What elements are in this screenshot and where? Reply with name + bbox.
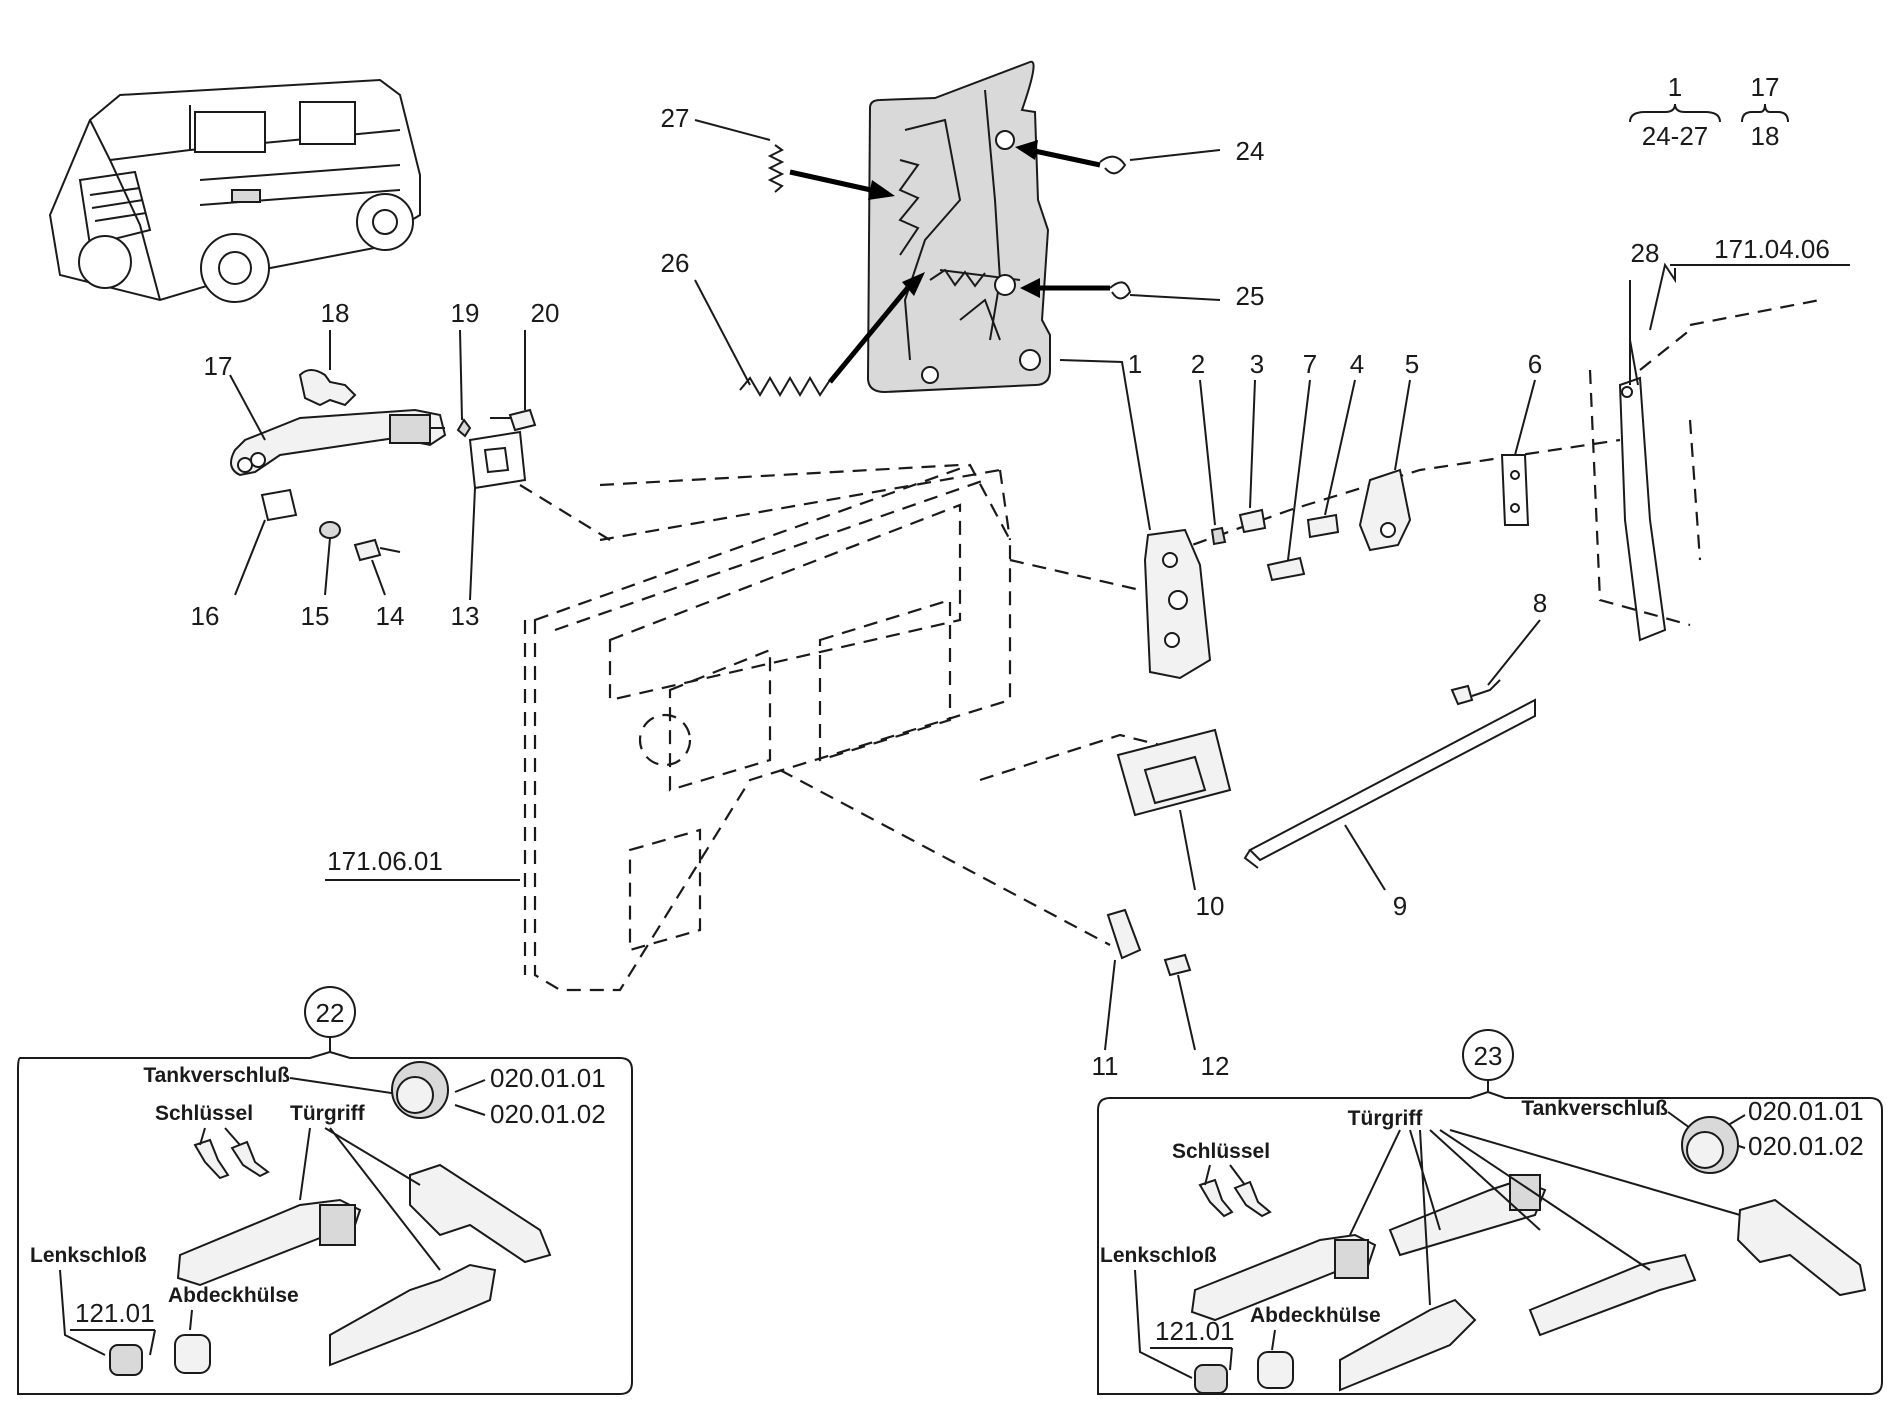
ref-171-06-01: 171.06.01	[327, 846, 443, 876]
callout-11: 11	[1092, 1051, 1119, 1081]
rod-9	[1248, 698, 1536, 862]
legend-group2-top: 17	[1751, 72, 1780, 102]
kit22-steering-lock: Lenkschloß	[30, 1244, 147, 1267]
gasket-13	[468, 430, 527, 490]
kit23-key: Schlüssel	[1172, 1140, 1270, 1163]
kit23-cover-sleeve: Abdeckhülse	[1250, 1304, 1381, 1327]
outer-handle-parts	[230, 369, 537, 562]
striker-5	[1358, 468, 1412, 552]
latch-parts	[1143, 298, 1821, 680]
screw-3	[1238, 508, 1267, 534]
washer-15	[319, 521, 341, 539]
handle-cover-11	[1106, 908, 1142, 960]
legend-group1-top: 1	[1668, 72, 1682, 102]
kit23-ref-b: 020.01.02	[1748, 1131, 1864, 1161]
callout-10: 10	[1196, 891, 1225, 921]
legend-group2-bottom: 18	[1751, 121, 1780, 151]
vehicle-illustration	[48, 78, 421, 303]
kit23-tank-cap: Tankverschluß	[1521, 1097, 1668, 1120]
kit23-steering-lock: Lenkschloß	[1100, 1244, 1217, 1267]
callout-3: 3	[1250, 349, 1264, 379]
callout-6: 6	[1528, 349, 1542, 379]
leader-lines	[229, 119, 1850, 1051]
bezel-16	[260, 488, 298, 522]
washer-2	[1210, 526, 1227, 546]
rod-parts	[1106, 679, 1536, 977]
callout-5: 5	[1405, 349, 1419, 379]
callout-2: 2	[1191, 349, 1205, 379]
callout-19: 19	[451, 298, 480, 328]
group-legend: 1 24-27 17 18	[1629, 72, 1789, 151]
kit22-cover-sleeve: Abdeckhülse	[168, 1284, 299, 1307]
callout-26: 26	[661, 248, 690, 278]
kit-23: 23 Tankverschluß 020.01.01 020.01.02 Tür…	[1097, 1029, 1883, 1395]
spring-26	[739, 376, 831, 397]
shim-6	[1500, 454, 1530, 526]
door-panel	[519, 438, 1621, 992]
callout-12: 12	[1201, 1051, 1230, 1081]
callout-numbers: 27 26 24 25 1 2 3 7 4 5 6 28 8 9 10 11 1…	[191, 103, 1660, 1081]
spring-25	[1109, 281, 1132, 300]
callout-24: 24	[1236, 136, 1265, 166]
washer-19	[456, 418, 472, 438]
legend-group1-bottom: 24-27	[1642, 121, 1709, 151]
callout-17: 17	[204, 351, 233, 381]
kit22-handle: Türgriff	[290, 1102, 366, 1125]
kit22-key: Schlüssel	[155, 1102, 253, 1125]
ref-171-04-06: 171.04.06	[1714, 234, 1830, 264]
spring-24	[1099, 155, 1127, 175]
kit23-number: 23	[1474, 1041, 1503, 1071]
key-18	[298, 369, 357, 407]
kit-22: 22 Tankverschluß 020.01.01 020.01.02 Sch…	[17, 986, 633, 1395]
callout-15: 15	[301, 601, 330, 631]
callout-7: 7	[1303, 349, 1317, 379]
callout-8: 8	[1533, 588, 1547, 618]
kit23-ref-a: 020.01.01	[1748, 1096, 1864, 1126]
kit22-ref-b: 020.01.02	[490, 1099, 606, 1129]
callout-27: 27	[661, 103, 690, 133]
clip-8	[1450, 684, 1474, 706]
kit22-tank-cap: Tankverschluß	[143, 1064, 290, 1087]
callout-14: 14	[376, 601, 405, 631]
callout-25: 25	[1236, 281, 1265, 311]
callout-13: 13	[451, 601, 480, 631]
kit22-steering-ref: 121.01	[75, 1298, 155, 1328]
kit22-ref-a: 020.01.01	[490, 1063, 606, 1093]
bolt-7	[1266, 556, 1306, 582]
callout-18: 18	[321, 298, 350, 328]
screw-20	[508, 408, 537, 432]
kit23-handle: Türgriff	[1348, 1107, 1424, 1130]
screw-4	[1306, 513, 1340, 539]
kit22-number: 22	[316, 998, 345, 1028]
callout-20: 20	[531, 298, 560, 328]
callout-4: 4	[1350, 349, 1364, 379]
bracket-28	[1618, 376, 1667, 642]
spring-parts	[739, 140, 1132, 397]
screw-12	[1163, 953, 1192, 977]
door-lock-assembly	[866, 60, 1051, 394]
screw-14	[353, 538, 382, 562]
spring-27	[767, 144, 785, 193]
reference-numbers: 171.04.06 171.06.01	[327, 234, 1830, 876]
kit23-steering-ref: 121.01	[1155, 1316, 1235, 1346]
callout-28: 28	[1631, 238, 1660, 268]
inner-handle-10	[1116, 728, 1232, 817]
callout-1: 1	[1128, 349, 1142, 379]
callout-16: 16	[191, 601, 220, 631]
callout-9: 9	[1393, 891, 1407, 921]
